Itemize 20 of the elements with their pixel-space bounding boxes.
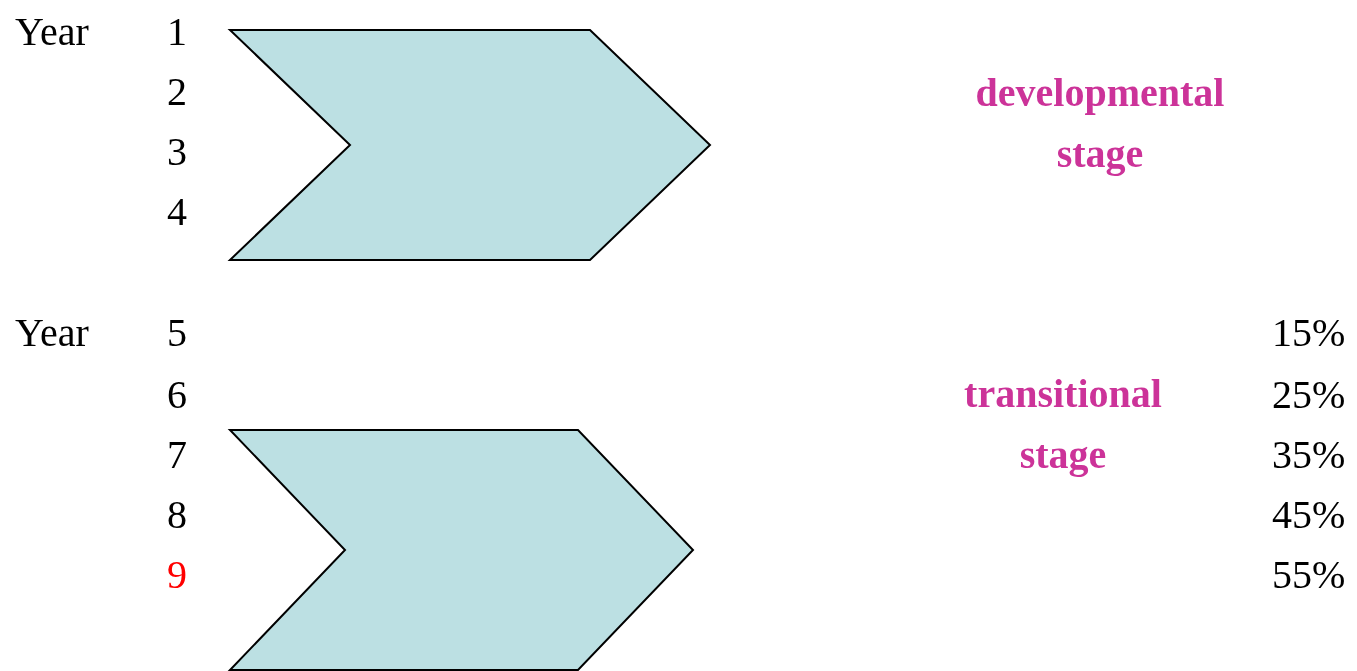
year-number: 9 [167,551,187,599]
year-number: 7 [167,431,187,479]
year-number: 1 [167,8,187,56]
year-number: 6 [167,371,187,419]
percentage: 25% [1272,371,1346,419]
stage-label: developmental stage [974,69,1226,178]
year-label: Year [15,309,89,357]
year-label: Year [15,8,89,56]
year-number: 3 [167,128,187,176]
year-number: 5 [167,309,187,357]
percentage: 15% [1272,309,1346,357]
year-number: 4 [167,188,187,236]
percentage: 55% [1272,551,1346,599]
year-number: 2 [167,68,187,116]
stage-label: transitional stage [963,370,1163,479]
chevron-shape [230,30,710,260]
percentage: 45% [1272,491,1346,539]
year-number: 8 [167,491,187,539]
chevron-shape [230,430,693,670]
percentage: 35% [1272,431,1346,479]
